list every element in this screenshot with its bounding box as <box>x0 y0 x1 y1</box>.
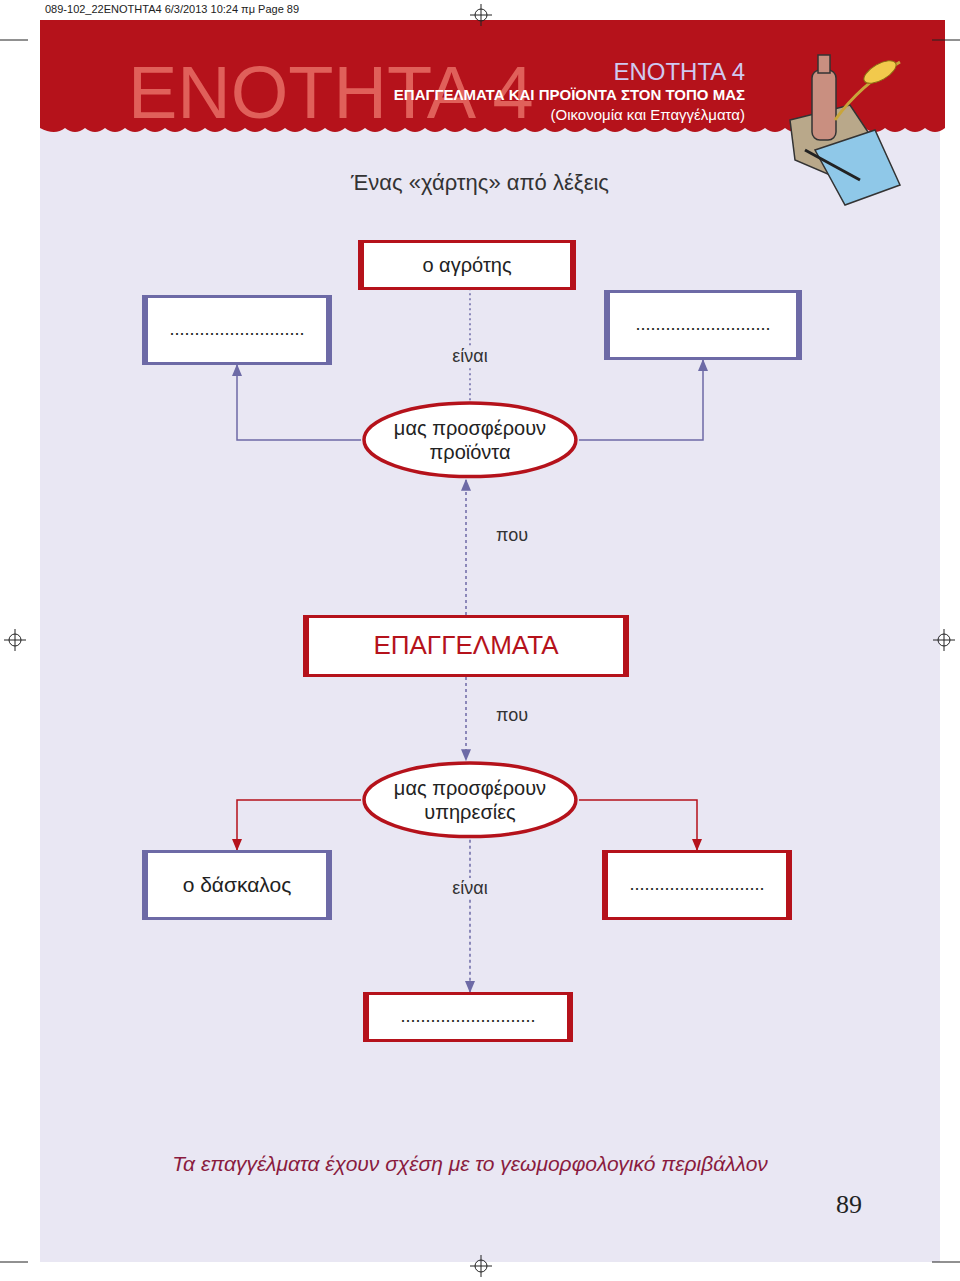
print-slug: 089-102_22ENOTHTA4 6/3/2013 10:24 πμ Pag… <box>45 3 299 15</box>
header-illustration <box>790 55 900 205</box>
crop-marks <box>0 4 960 1277</box>
edge-label: είναι <box>449 346 490 367</box>
connector <box>469 840 471 992</box>
ellipse-shape <box>364 763 576 837</box>
node-text: ........................... <box>169 319 304 341</box>
node-text: ........................... <box>400 1006 535 1028</box>
crop-line <box>0 40 28 41</box>
person-box: ο αγρότης <box>358 240 576 290</box>
crop-line <box>944 629 945 651</box>
blank-box: ........................... <box>604 290 802 360</box>
ellipse-shape <box>364 403 576 477</box>
connector <box>237 800 361 850</box>
connector <box>465 677 467 760</box>
crop-line <box>932 1262 960 1263</box>
main-box: ΕΠΑΓΓΕΛΜΑΤΑ <box>303 615 629 677</box>
ellipse-outline <box>361 400 579 480</box>
title: Ένας «χάρτης» από λέξεις <box>0 170 960 196</box>
caption: Τα επαγγέλματα έχουν σχέση με το γεωμορφ… <box>0 1152 940 1176</box>
node-text: μας προσφέρουν υπηρεσίες <box>386 776 554 824</box>
connector <box>237 365 361 440</box>
section-subtitle: ΕΠΑΓΓΕΛΜΑΤΑ ΚΑΙ ΠΡΟΪΟΝΤΑ ΣΤΟΝ ΤΟΠΟ ΜΑΣ <box>394 86 745 103</box>
connector <box>465 480 467 615</box>
node-text: ........................... <box>629 874 764 896</box>
edge-label: που <box>496 525 528 546</box>
page-number: 89 <box>836 1190 862 1220</box>
section-heading: ΕΝΟΤΗΤΑ 4 <box>613 58 745 86</box>
pen <box>805 150 860 180</box>
connector <box>579 360 703 440</box>
ellipse-outline <box>361 760 579 840</box>
edge-label: είναι <box>449 878 490 899</box>
bottle <box>812 70 836 140</box>
blue-paper <box>815 130 900 205</box>
connector <box>579 800 697 850</box>
blank-box: ........................... <box>602 850 792 920</box>
node-text: ........................... <box>635 314 770 336</box>
bottle-neck <box>818 55 830 73</box>
crop-line <box>0 1262 28 1263</box>
blank-box: ........................... <box>363 992 573 1042</box>
node-text: ο δάσκαλος <box>183 872 292 897</box>
wheat-ear <box>860 56 899 88</box>
node-text: ΕΠΑΓΓΕΛΜΑΤΑ <box>373 630 558 661</box>
section-subtitle: (Οικονομία και Επαγγέλματα) <box>551 106 746 123</box>
person-box: ο δάσκαλος <box>142 850 332 920</box>
crop-line <box>481 1255 482 1277</box>
crop-line <box>15 629 16 651</box>
page-ground <box>40 20 940 1262</box>
node-text: ο αγρότης <box>422 253 511 277</box>
crop-line <box>481 4 482 26</box>
category-ellipse: μας προσφέρουν υπηρεσίες <box>361 760 579 840</box>
crop-line <box>932 40 960 41</box>
edge-label: που <box>496 705 528 726</box>
blank-box: ........................... <box>142 295 332 365</box>
category-ellipse: μας προσφέρουν προϊόντα <box>361 400 579 480</box>
node-text: μας προσφέρουν προϊόντα <box>386 416 554 464</box>
